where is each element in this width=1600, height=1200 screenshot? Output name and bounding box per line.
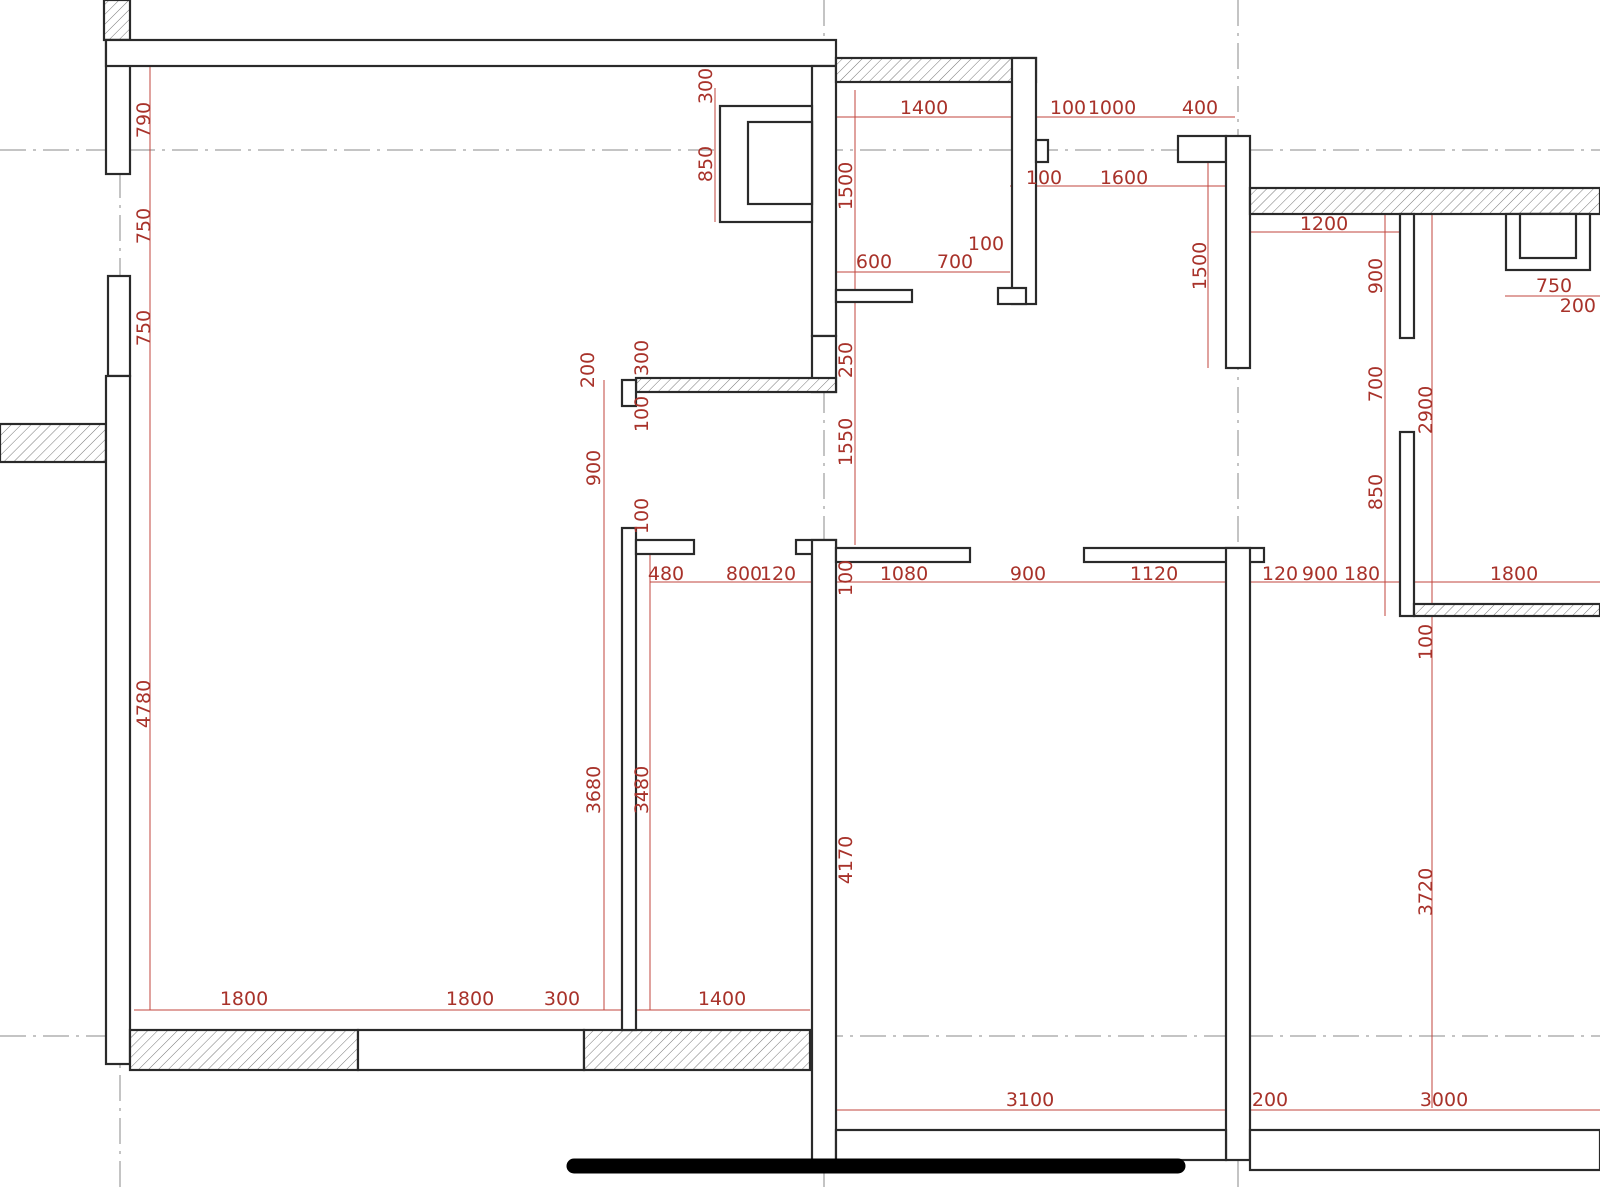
walls: [0, 0, 1600, 1172]
dimension-label: 1600: [1100, 167, 1148, 189]
dimension-label: 100: [631, 498, 653, 534]
shaft-inner: [746, 120, 814, 206]
dimension-label: 100: [968, 233, 1004, 255]
dimension-label: 1080: [880, 563, 928, 585]
dimension-label: 2900: [1415, 386, 1437, 434]
wall-segment: [620, 526, 638, 1032]
dimension-label: 1500: [835, 162, 857, 210]
dimension-label: 100: [835, 560, 857, 596]
wall-segment: [1034, 138, 1050, 164]
wall-segment: [634, 376, 838, 394]
dimension-label: 120: [1262, 563, 1298, 585]
wall-segment: [1518, 212, 1578, 260]
dimension-label: 180: [1344, 563, 1380, 585]
wall-segment: [996, 286, 1028, 306]
wall-segment: [620, 378, 638, 408]
wall-segment: [1176, 134, 1228, 164]
wall-segment: [1248, 1128, 1600, 1172]
dimension-label: 750: [133, 208, 155, 244]
dimension-label: 200: [1560, 295, 1596, 317]
dimension-label: 200: [1252, 1089, 1288, 1111]
dimension-label: 120: [760, 563, 796, 585]
dimension-label: 480: [648, 563, 684, 585]
wall-segment: [1224, 546, 1252, 1162]
wall-segment: [1224, 134, 1252, 370]
dimension-label: 3000: [1420, 1089, 1468, 1111]
wall-segment: [834, 1128, 1228, 1162]
dimension-label: 600: [856, 251, 892, 273]
wall-segment: [104, 374, 132, 1066]
wall-segment: [582, 1028, 812, 1072]
wall-segment: [634, 538, 696, 556]
dimension-label: 3680: [583, 766, 605, 814]
dimension-label: 1400: [900, 97, 948, 119]
wall-segment: [1398, 212, 1416, 340]
dimension-label: 100: [1415, 624, 1437, 660]
dimension-label: 700: [937, 251, 973, 273]
dimension-lines: [134, 66, 1600, 1111]
wall-segment: [128, 1028, 360, 1072]
dimension-label: 100: [631, 396, 653, 432]
dimension-label: 750: [1536, 275, 1572, 297]
dimension-label: 1200: [1300, 213, 1348, 235]
wall-segment: [1082, 546, 1266, 564]
dimension-label: 1800: [220, 988, 268, 1010]
wall-segment: [1248, 186, 1600, 216]
dimension-label: 750: [133, 310, 155, 346]
dimension-label: 900: [583, 450, 605, 486]
dimension-label: 4780: [133, 680, 155, 728]
dimension-label: 1800: [1490, 563, 1538, 585]
dimension-label: 1000: [1088, 97, 1136, 119]
dimension-label: 1120: [1130, 563, 1178, 585]
dimension-label: 1400: [698, 988, 746, 1010]
dimension-label: 300: [695, 68, 717, 104]
wall-segment: [834, 546, 972, 564]
wall-segment: [0, 422, 108, 464]
dimension-label: 300: [631, 340, 653, 376]
dimension-label: 3480: [631, 766, 653, 814]
dimension-label: 1500: [1189, 242, 1211, 290]
dimension-label: 100: [1050, 97, 1086, 119]
dimension-label: 3100: [1006, 1089, 1054, 1111]
dimension-label: 790: [133, 102, 155, 138]
dimension-label: 800: [726, 563, 762, 585]
dimension-label: 850: [695, 146, 717, 182]
window-segment: [106, 274, 132, 378]
dimension-label: 3720: [1415, 868, 1437, 916]
dimension-label: 700: [1365, 366, 1387, 402]
dimension-label: 250: [835, 342, 857, 378]
wall-segment: [102, 0, 132, 42]
dimension-label: 200: [577, 352, 599, 388]
dimension-labels: 790 750 750 4780 1800 1800 300 1400 300 …: [133, 68, 1596, 1111]
wall-segment: [834, 288, 914, 304]
window-segment: [356, 1028, 586, 1072]
dimension-label: 400: [1182, 97, 1218, 119]
dimension-label: 1550: [835, 418, 857, 466]
dimension-label: 300: [544, 988, 580, 1010]
wall-segment: [104, 38, 838, 68]
dimension-label: 100: [1026, 167, 1062, 189]
dimension-label: 1800: [446, 988, 494, 1010]
dimension-label: 850: [1365, 474, 1387, 510]
wall-segment: [810, 538, 838, 1162]
wall-segment: [834, 56, 1038, 84]
dimension-label: 900: [1365, 258, 1387, 294]
wall-segment: [810, 64, 838, 338]
wall-segment: [1398, 430, 1416, 618]
wall-segment: [1412, 602, 1600, 618]
dimension-label: 900: [1010, 563, 1046, 585]
dimension-label: 900: [1302, 563, 1338, 585]
dimension-label: 4170: [835, 836, 857, 884]
